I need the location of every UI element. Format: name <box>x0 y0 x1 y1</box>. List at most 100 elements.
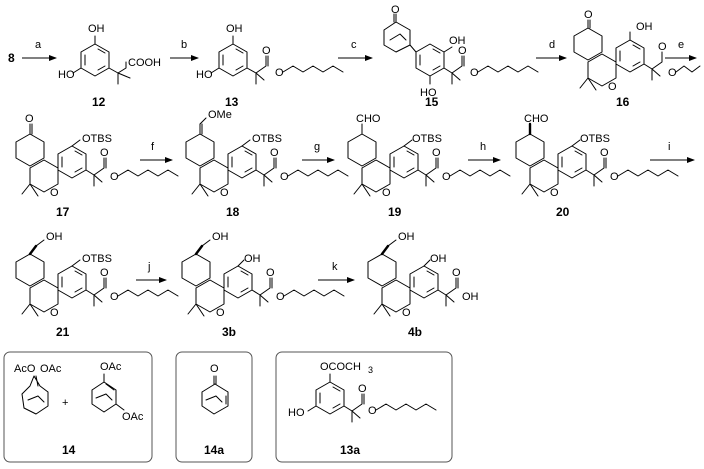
structure-13: OH HO O O <box>196 23 344 85</box>
svg-text:O: O <box>110 291 119 303</box>
compound-label-21: 21 <box>56 325 70 339</box>
svg-text:O: O <box>262 45 271 57</box>
structure-16: O OH O O O <box>573 9 701 93</box>
svg-text:O: O <box>391 4 400 16</box>
compound-label-18: 18 <box>226 205 240 219</box>
svg-text:O: O <box>600 147 609 159</box>
svg-text:OH: OH <box>398 231 415 243</box>
svg-text:O: O <box>470 67 479 79</box>
svg-text:O: O <box>584 9 593 21</box>
compound-label-8: 8 <box>8 51 15 65</box>
svg-text:OAc: OAc <box>100 361 122 373</box>
step-h: h <box>480 141 486 153</box>
svg-text:OTBS: OTBS <box>412 133 442 145</box>
svg-text:O: O <box>220 187 229 199</box>
step-c: c <box>351 39 357 51</box>
svg-text:OTBS: OTBS <box>252 133 282 145</box>
svg-text:O: O <box>100 267 109 279</box>
svg-text:O: O <box>100 147 109 159</box>
compound-label-13: 13 <box>225 95 239 109</box>
svg-text:OMe: OMe <box>208 109 232 121</box>
svg-text:OCOCH: OCOCH <box>320 361 361 373</box>
structure-13a: OCOCH 3 HO O O <box>288 361 437 423</box>
svg-text:AcO: AcO <box>14 363 36 375</box>
svg-text:+: + <box>62 397 68 409</box>
svg-text:OH: OH <box>88 23 105 35</box>
box-14a <box>175 351 253 463</box>
structure-21: OH OTBS O O O <box>15 231 179 319</box>
step-a: a <box>35 39 42 51</box>
svg-text:O: O <box>280 171 289 183</box>
svg-text:O: O <box>658 41 667 53</box>
step-d: d <box>549 39 555 51</box>
compound-label-14: 14 <box>62 443 76 457</box>
compound-label-19: 19 <box>388 205 402 219</box>
compound-label-14a: 14a <box>204 443 224 457</box>
svg-text:CHO: CHO <box>356 113 381 125</box>
compound-label-20: 20 <box>556 205 570 219</box>
svg-text:OTBS: OTBS <box>82 253 112 265</box>
structure-14: AcO OAc + OAc OAc <box>14 361 144 423</box>
svg-text:O: O <box>266 267 275 279</box>
step-k: k <box>332 261 338 273</box>
compound-label-17: 17 <box>56 205 70 219</box>
structure-4b: OH OH O O OH <box>367 231 479 319</box>
compound-label-4b: 4b <box>408 325 422 339</box>
structure-18: OMe OTBS O O O <box>185 109 349 199</box>
step-j: j <box>147 261 150 273</box>
compound-label-12: 12 <box>92 95 106 109</box>
svg-text:O: O <box>442 171 451 183</box>
svg-text:OTBS: OTBS <box>580 133 610 145</box>
svg-text:O: O <box>276 291 285 303</box>
svg-text:O: O <box>608 81 617 93</box>
svg-text:O: O <box>550 187 559 199</box>
svg-text:OH: OH <box>636 21 653 33</box>
compound-label-16: 16 <box>616 95 630 109</box>
structure-12: OH HO COOH <box>58 23 161 85</box>
svg-text:O: O <box>610 171 619 183</box>
svg-text:OH: OH <box>244 253 261 265</box>
svg-text:O: O <box>50 307 59 319</box>
compound-label-13a: 13a <box>340 443 360 457</box>
svg-text:O: O <box>382 187 391 199</box>
svg-text:O: O <box>452 267 461 279</box>
svg-text:HO: HO <box>288 407 305 419</box>
svg-text:O: O <box>50 187 59 199</box>
step-f: f <box>151 141 155 153</box>
step-e: e <box>678 39 684 51</box>
structure-19: CHO OTBS O O O <box>347 113 511 199</box>
step-i: i <box>668 141 670 153</box>
svg-text:OAc: OAc <box>40 363 62 375</box>
structure-14a: O <box>201 363 229 415</box>
svg-text:O: O <box>216 307 225 319</box>
box-13a <box>275 351 453 463</box>
svg-text:OH: OH <box>449 35 466 47</box>
compound-label-3b: 3b <box>222 325 236 339</box>
svg-text:OTBS: OTBS <box>82 133 112 145</box>
svg-text:OH: OH <box>212 231 229 243</box>
svg-text:COOH: COOH <box>128 57 161 69</box>
box-14 <box>3 351 153 463</box>
svg-text:O: O <box>432 147 441 159</box>
svg-text:O: O <box>358 383 367 395</box>
svg-text:OH: OH <box>430 253 447 265</box>
svg-text:O: O <box>668 67 677 79</box>
svg-text:O: O <box>270 147 279 159</box>
structure-15: O OH HO O O <box>383 4 539 99</box>
structure-17: O OTBS O O O <box>15 113 179 199</box>
svg-text:O: O <box>25 113 34 125</box>
step-g: g <box>314 141 320 153</box>
svg-text:CHO: CHO <box>524 113 549 125</box>
svg-text:O: O <box>210 363 219 375</box>
svg-text:HO: HO <box>196 69 213 81</box>
svg-text:3: 3 <box>368 365 373 375</box>
svg-text:OH: OH <box>462 291 479 303</box>
svg-text:HO: HO <box>58 69 75 81</box>
structure-20: CHO OTBS O O O <box>515 113 679 199</box>
compound-label-15: 15 <box>425 95 439 109</box>
svg-text:O: O <box>368 405 377 417</box>
svg-text:OAc: OAc <box>122 411 144 423</box>
step-b: b <box>181 39 187 51</box>
svg-text:OH: OH <box>226 23 243 35</box>
